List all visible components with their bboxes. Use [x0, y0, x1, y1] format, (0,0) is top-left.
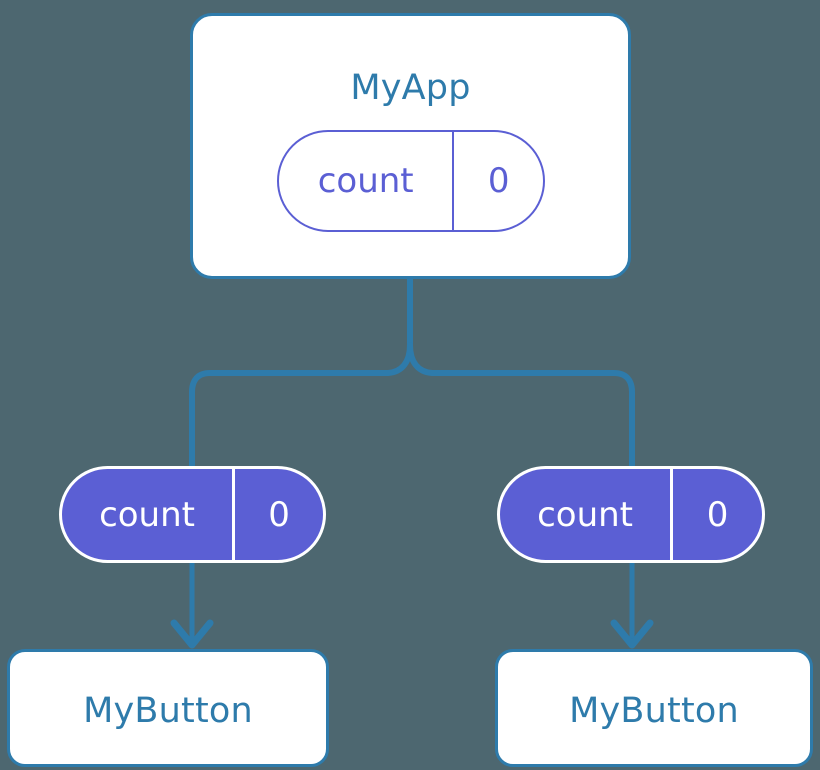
prop-pill-left-value: 0 — [232, 469, 323, 560]
component-title-mybutton-left: MyButton — [83, 691, 253, 731]
component-card-mybutton-right[interactable]: MyButton — [495, 649, 813, 767]
prop-fork-left-branch — [189, 342, 413, 395]
prop-pill-left[interactable]: count 0 — [59, 466, 326, 563]
prop-pill-left-key: count — [99, 494, 195, 535]
prop-pill-right-value: 0 — [670, 469, 762, 560]
state-pill-root-value: 0 — [452, 132, 543, 230]
component-card-mybutton-left[interactable]: MyButton — [7, 649, 329, 767]
component-title-myapp: MyApp — [350, 68, 471, 108]
prop-arrow-left — [170, 619, 214, 649]
state-pill-root[interactable]: count 0 — [277, 130, 545, 232]
prop-arrow-right — [610, 619, 654, 649]
prop-pill-right[interactable]: count 0 — [497, 466, 765, 563]
component-card-myapp[interactable]: MyApp — [190, 13, 631, 279]
component-title-mybutton-right: MyButton — [569, 691, 739, 731]
state-pill-root-key: count — [317, 161, 414, 201]
prop-pill-right-key: count — [537, 494, 634, 535]
prop-fork-right-branch — [407, 342, 635, 395]
